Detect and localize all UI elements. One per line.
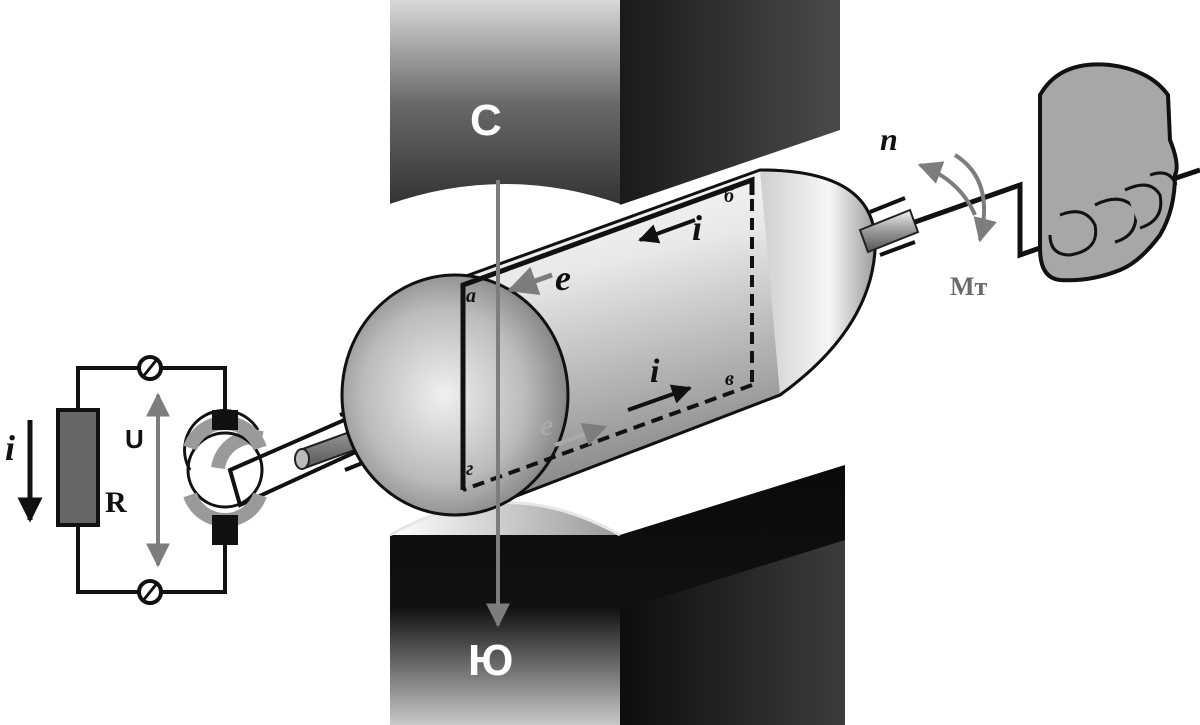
resistance-label: R (105, 486, 127, 519)
resistor (56, 408, 100, 527)
south-pole-label: Ю (468, 636, 513, 685)
current-bottom-label: i (650, 353, 660, 390)
current-arrow-bottom (627, 384, 692, 412)
commutator (183, 409, 267, 545)
load-current-label: i (5, 428, 15, 468)
current-arrow-top (638, 218, 696, 244)
emf-arrow-top (507, 266, 553, 296)
emf-top-label: e (555, 258, 571, 298)
rotation-arrows (917, 153, 997, 243)
north-pole-label: С (470, 96, 502, 145)
emf-arrow-bottom (554, 423, 608, 447)
torque-label: Мт (950, 272, 988, 301)
conductor-loop (460, 176, 755, 492)
south-pole (389, 465, 845, 725)
rotation-speed-label: n (880, 121, 898, 157)
point-a-label: а (466, 285, 476, 307)
point-g-label: г (466, 458, 473, 480)
north-pole (389, 0, 840, 206)
point-v-label: в (725, 368, 734, 390)
emf-bottom-label: e (540, 409, 553, 442)
voltage-label: U (125, 424, 144, 454)
point-b-label: б (724, 185, 735, 207)
hand-icon (1038, 62, 1179, 283)
rotor-cylinder (340, 168, 877, 517)
current-top-label: i (692, 208, 702, 248)
external-circuit (17, 355, 227, 605)
